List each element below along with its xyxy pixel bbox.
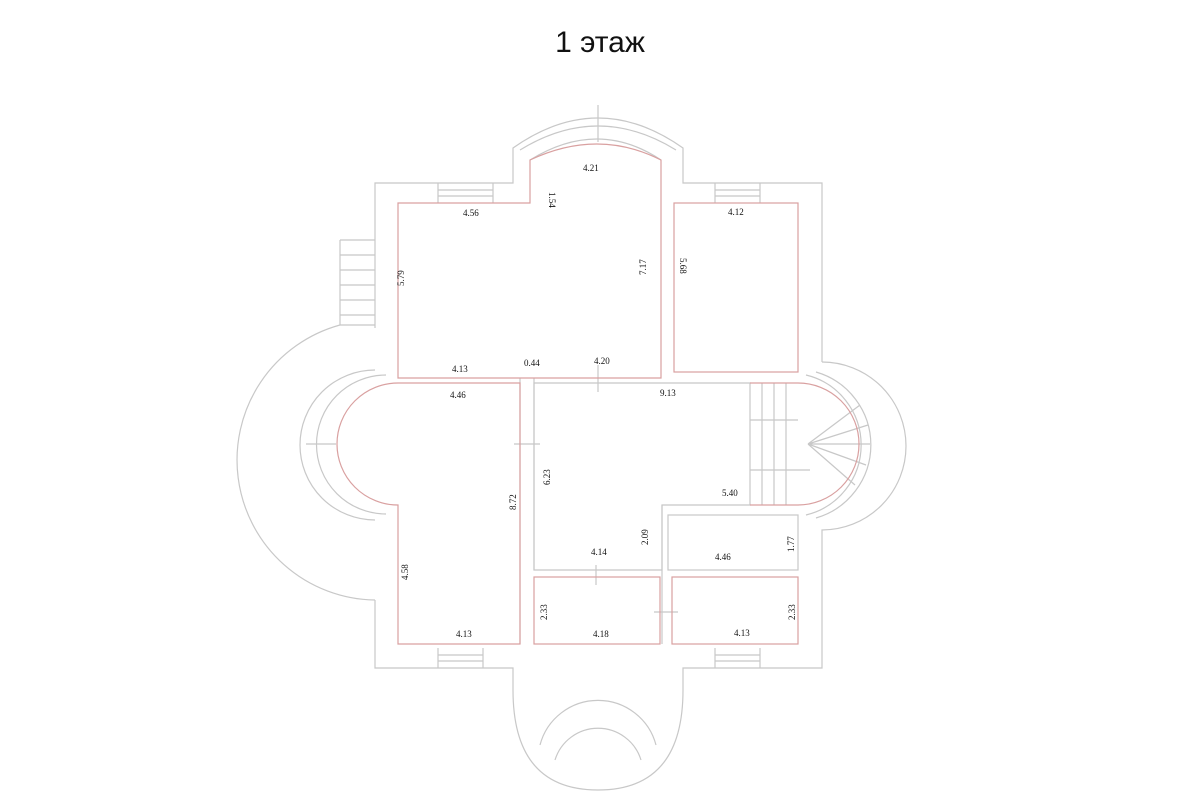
room-southeast — [671, 576, 799, 645]
dim-label: 4.18 — [593, 629, 609, 639]
dim-label: 4.58 — [400, 564, 410, 580]
dim-label: 4.13 — [734, 628, 750, 638]
dim-label: 2.33 — [787, 604, 797, 620]
dim-label: 6.23 — [542, 469, 552, 485]
dim-label: 0.44 — [524, 358, 540, 368]
room-west — [336, 382, 521, 645]
dim-label: 5.40 — [722, 488, 738, 498]
dim-label: 4.46 — [450, 390, 466, 400]
dim-label: 4.46 — [715, 552, 731, 562]
dim-label: 7.17 — [638, 259, 648, 275]
stair-bay — [750, 382, 860, 506]
room-northeast — [673, 202, 799, 373]
dim-label: 4.12 — [728, 207, 744, 217]
dim-label: 2.09 — [640, 529, 650, 545]
room-south-center — [533, 576, 661, 645]
dimension-labels: 4.56 1.54 4.21 5.79 7.17 4.13 0.44 4.20 … — [396, 163, 797, 639]
dim-label: 4.13 — [456, 629, 472, 639]
dim-label: 2.33 — [539, 604, 549, 620]
dim-label: 5.79 — [396, 270, 406, 286]
dim-label: 5.68 — [678, 258, 688, 274]
dim-label: 1.54 — [547, 192, 557, 208]
dim-label: 9.13 — [660, 388, 676, 398]
dim-label: 4.56 — [463, 208, 479, 218]
room-living — [397, 143, 662, 379]
dim-label: 1.77 — [786, 536, 796, 552]
plan-title: 1 этаж — [555, 26, 645, 59]
dim-label: 4.20 — [594, 356, 610, 366]
dim-label: 4.21 — [583, 163, 599, 173]
dim-label: 8.72 — [508, 494, 518, 510]
dim-label: 4.14 — [591, 547, 607, 557]
rooms — [336, 143, 860, 645]
dim-label: 4.13 — [452, 364, 468, 374]
room-small-east — [667, 514, 799, 571]
